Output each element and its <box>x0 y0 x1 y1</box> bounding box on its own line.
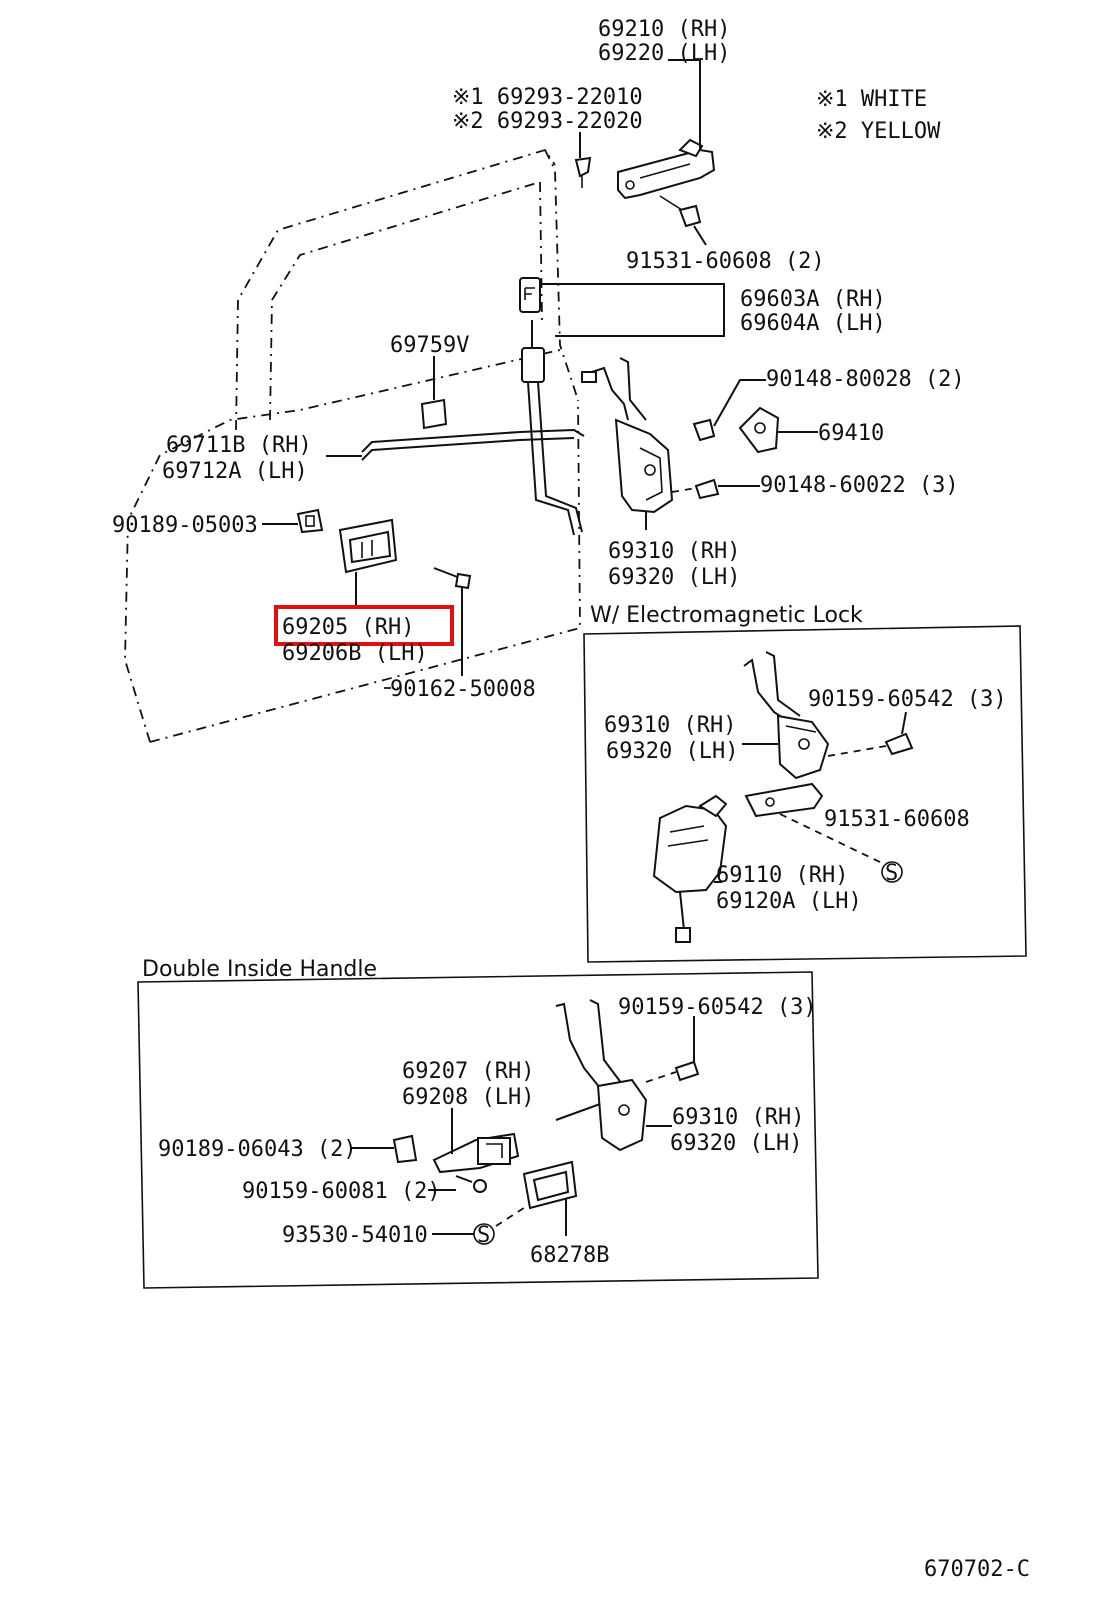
em-door-lock <box>743 651 830 780</box>
label-69759v: 69759V <box>390 333 469 358</box>
title-double-inside-handle: Double Inside Handle <box>142 957 377 982</box>
label-69410: 69410 <box>818 421 884 446</box>
label-69120a: 69120A (LH) <box>716 889 862 914</box>
dh-clip-90189 <box>392 1134 418 1164</box>
label-note1-part: ※1 69293-22010 <box>452 85 643 110</box>
screw-90148-28 <box>692 379 766 442</box>
label-90148-28: 90148-80028 (2) <box>766 367 965 392</box>
svg-text:S: S <box>477 1223 490 1248</box>
label-69603a: 69603A (RH) <box>740 287 886 312</box>
label-69310-b: 69310 (RH) <box>604 713 736 738</box>
screw-90148-22 <box>671 478 760 500</box>
label-69310-a: 69310 (RH) <box>608 539 740 564</box>
outside-handle <box>617 138 716 200</box>
label-69320-c: 69320 (LH) <box>670 1131 802 1156</box>
label-69207: 69207 (RH) <box>402 1059 534 1084</box>
label-91531-em: 91531-60608 <box>824 807 970 832</box>
label-69110: 69110 (RH) <box>716 863 848 888</box>
label-note1-color: ※1 WHITE <box>816 87 927 112</box>
dh-s-clip-symbol: S <box>473 1223 495 1248</box>
highlight-box-69205 <box>274 605 454 646</box>
label-90159-60081: 90159-60081 (2) <box>242 1179 441 1204</box>
handle-bolt <box>659 195 702 228</box>
em-screw-90159 <box>827 711 914 757</box>
label-note2-color: ※2 YELLOW <box>816 119 941 144</box>
clip-90189-05003 <box>296 508 324 534</box>
label-91531-top: 91531-60608 (2) <box>626 249 825 274</box>
label-90162: 90162-50008 <box>390 677 536 702</box>
title-electromagnetic-lock: W/ Electromagnetic Lock <box>590 603 863 628</box>
electromagnetic-lock-box <box>583 625 1027 963</box>
label-90148-22: 90148-60022 (3) <box>760 473 959 498</box>
striker-69410 <box>738 406 780 454</box>
label-69220: 69220 (LH) <box>598 41 730 66</box>
lock-knob <box>519 277 541 313</box>
handle-clip-part <box>574 156 592 188</box>
dh-screw-90159 <box>645 1016 700 1083</box>
label-69711b: 69711B (RH) <box>166 433 312 458</box>
diagram-id: 670702-C <box>924 1557 1030 1582</box>
screw-90162 <box>433 567 472 590</box>
label-note2-part: ※2 69293-22020 <box>452 109 643 134</box>
dh-handle-69207 <box>432 1132 520 1174</box>
rod-69711b <box>361 428 585 461</box>
em-bracket <box>744 782 824 818</box>
label-69320-a: 69320 (LH) <box>608 565 740 590</box>
clip-69759v <box>420 356 448 430</box>
label-69208: 69208 (LH) <box>402 1085 534 1110</box>
label-90159-dh: 90159-60542 (3) <box>618 995 817 1020</box>
dh-bezel-68278b <box>522 1160 578 1210</box>
label-69210: 69210 (RH) <box>598 17 730 42</box>
em-actuator-69110 <box>652 794 728 943</box>
label-69604a: 69604A (LH) <box>740 311 886 336</box>
label-69205: 69205 (RH) <box>282 615 414 640</box>
dh-door-lock <box>555 999 648 1152</box>
inside-handle-69205 <box>338 518 398 574</box>
svg-text:S: S <box>885 861 898 886</box>
door-outline <box>124 148 581 743</box>
double-inside-handle-box <box>137 971 819 1289</box>
label-68278b: 68278B <box>530 1243 609 1268</box>
label-93530: 93530-54010 <box>282 1223 428 1248</box>
label-69310-c: 69310 (RH) <box>672 1105 804 1130</box>
label-90159-em: 90159-60542 (3) <box>808 687 1007 712</box>
label-69206b: 69206B (LH) <box>282 641 428 666</box>
label-90189-06043: 90189-06043 (2) <box>158 1137 357 1162</box>
label-69712a: 69712A (LH) <box>162 459 308 484</box>
door-lock-assembly <box>581 357 674 514</box>
label-69320-b: 69320 (LH) <box>606 739 738 764</box>
dh-screw-90159-81 <box>455 1175 487 1193</box>
em-s-clip-symbol: S <box>881 861 903 886</box>
label-90189-05003: 90189-05003 <box>112 513 258 538</box>
